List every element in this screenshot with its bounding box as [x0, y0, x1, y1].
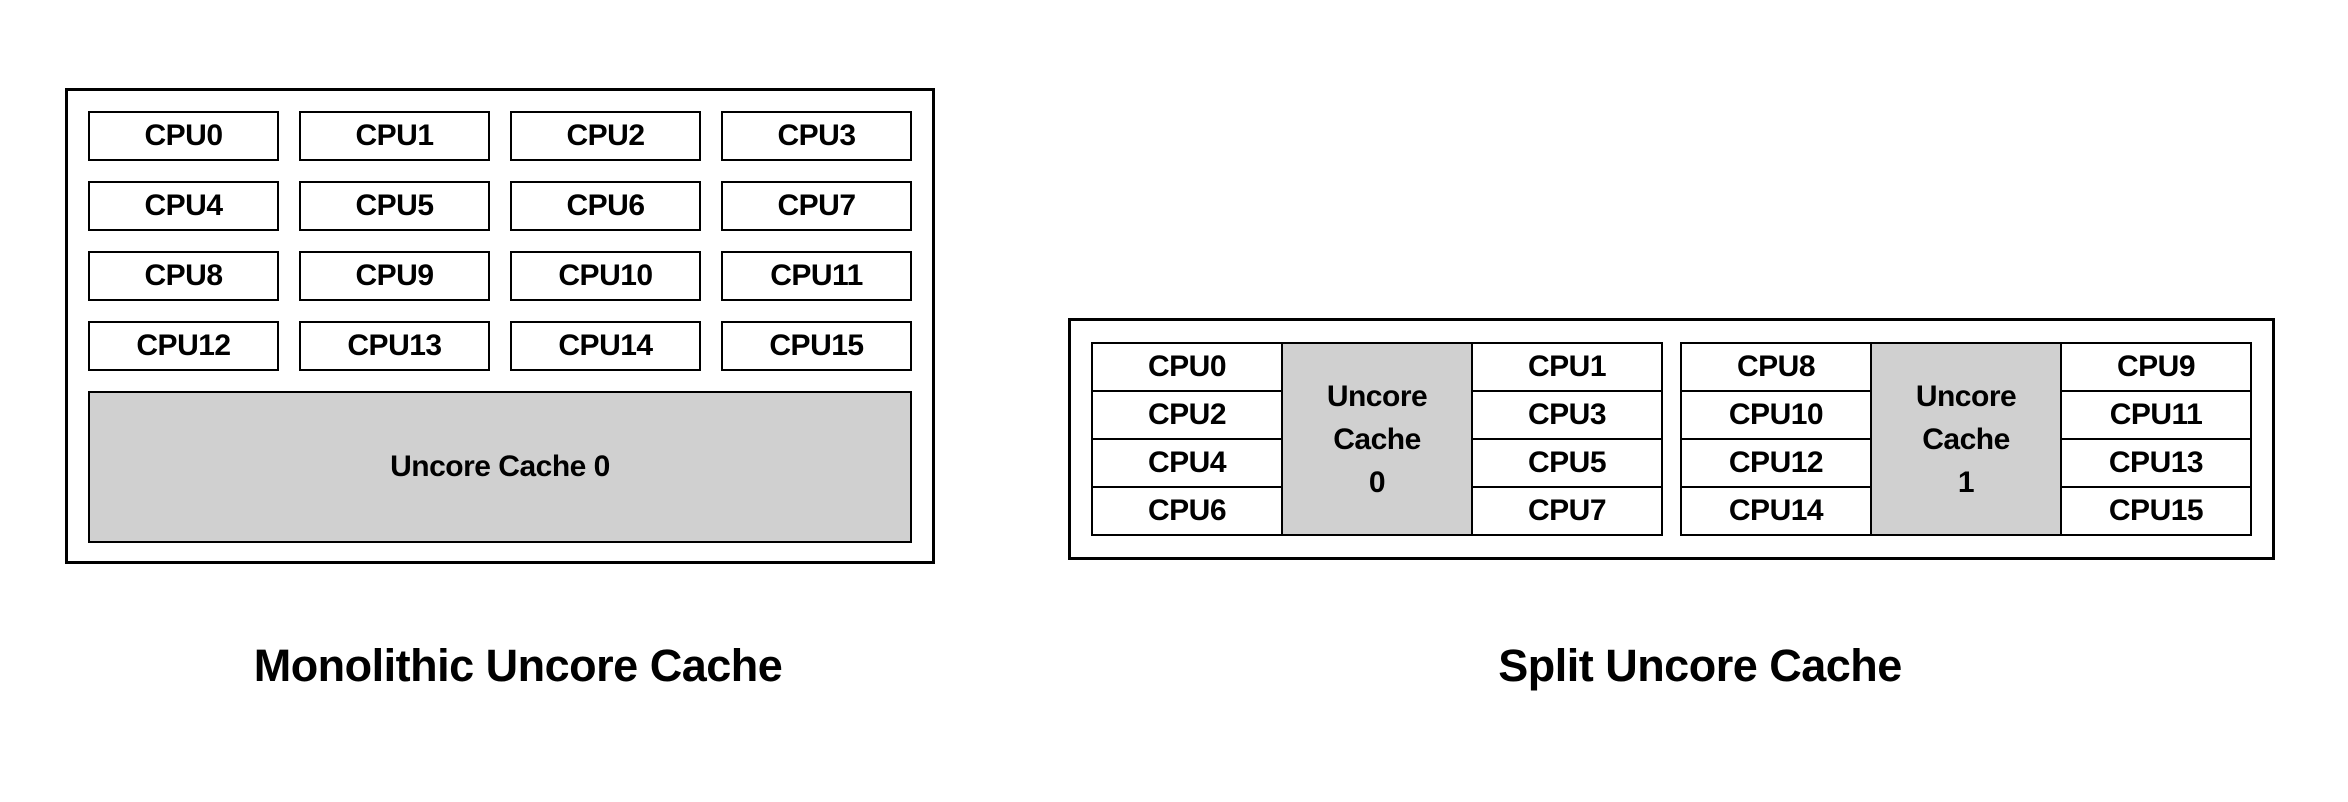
cpu-cell: CPU13 [299, 321, 490, 371]
cpu-cell: CPU7 [1471, 486, 1663, 536]
cpu-cell: CPU9 [299, 251, 490, 301]
uncore-cache-label-line: Uncore [1326, 379, 1428, 413]
cpu-cell: CPU11 [2060, 390, 2252, 440]
cpu-cell: CPU14 [510, 321, 701, 371]
cpu-cell: CPU12 [1680, 438, 1872, 488]
cpu-cell: CPU10 [1680, 390, 1872, 440]
cpu-cell: CPU4 [88, 181, 279, 231]
cpu-cell: CPU9 [2060, 342, 2252, 392]
cpu-cell: CPU0 [88, 111, 279, 161]
cpu-cell: CPU6 [510, 181, 701, 231]
cpu-cell: CPU5 [1471, 438, 1663, 488]
cpu-cell: CPU4 [1091, 438, 1283, 488]
cpu-cell: CPU13 [2060, 438, 2252, 488]
cpu-cell: CPU11 [721, 251, 912, 301]
uncore-cache-label-line: Cache [1333, 422, 1421, 456]
cpu-cell: CPU14 [1680, 486, 1872, 536]
cpu-cell: CPU5 [299, 181, 490, 231]
cpu-cell: CPU1 [1471, 342, 1663, 392]
uncore-cache-label-line: 1 [1957, 465, 1975, 499]
uncore-cache-0-label: Uncore Cache 0 [390, 450, 610, 483]
cpu-cell: CPU3 [1471, 390, 1663, 440]
cpu-cell: CPU10 [510, 251, 701, 301]
uncore-cache-label-line: Cache [1922, 422, 2010, 456]
uncore-cache-0-box: Uncore Cache 0 [88, 391, 912, 543]
cpu-cell: CPU8 [88, 251, 279, 301]
cpu-cell: CPU12 [88, 321, 279, 371]
cpu-cell: CPU2 [510, 111, 701, 161]
monolithic-caption: Monolithic Uncore Cache [253, 640, 783, 691]
cpu-cell: CPU8 [1680, 342, 1872, 392]
split-caption: Split Uncore Cache [1498, 640, 1902, 691]
cpu-cell: CPU6 [1091, 486, 1283, 536]
uncore-cache-label-line: 0 [1368, 465, 1386, 499]
cpu-cell: CPU0 [1091, 342, 1283, 392]
cpu-cell: CPU15 [2060, 486, 2252, 536]
cpu-cell: CPU3 [721, 111, 912, 161]
cpu-cell: CPU2 [1091, 390, 1283, 440]
cpu-cell: CPU15 [721, 321, 912, 371]
uncore-cache-label-line: Uncore [1915, 379, 2017, 413]
cpu-cell: CPU7 [721, 181, 912, 231]
cpu-cell: CPU1 [299, 111, 490, 161]
